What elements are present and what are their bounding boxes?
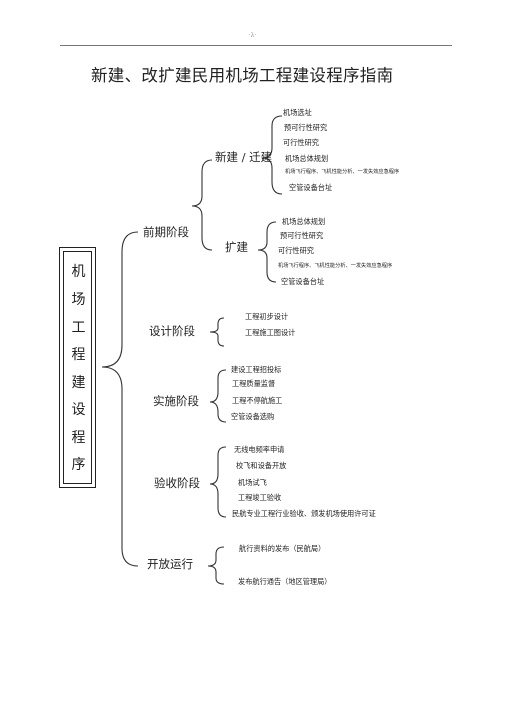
new-build-item: 机场飞行程序、飞机性能分析、一发失效应急程序	[285, 169, 400, 175]
stage-design: 设计阶段	[149, 324, 195, 338]
root-char: 工	[71, 320, 86, 336]
expansion-item: 机场飞行程序、飞机性能分析、一发失效应急程序	[278, 263, 393, 269]
expansion-item: 预可行性研究	[280, 231, 324, 240]
stage-acceptance: 验收阶段	[154, 476, 200, 490]
stage-opening: 开放运行	[147, 557, 193, 571]
root-char: 程	[71, 430, 86, 446]
implementation-item: 空管设备选购	[231, 412, 275, 421]
header-rule	[60, 45, 452, 46]
acceptance-item: 校飞和设备开放	[236, 461, 287, 470]
expansion-item: 可行性研究	[278, 246, 314, 255]
new-build-item: 预可行性研究	[284, 123, 328, 132]
acceptance-item: 机场试飞	[238, 478, 267, 487]
opening-item: 航行资料的发布（民航局）	[239, 544, 326, 553]
acceptance-item: 民航专业工程行业验收、颁发机场使用许可证	[232, 509, 376, 518]
expansion-item: 空管设备台址	[281, 277, 325, 286]
design-item: 工程施工图设计	[245, 328, 296, 337]
branch-expansion: 扩建	[225, 240, 248, 254]
new-build-item: 可行性研究	[283, 138, 319, 147]
root-node-box: 机 场 工 程 建 设 程 序	[59, 247, 96, 488]
document-title: 新建、改扩建民用机场工程建设程序指南	[91, 66, 394, 85]
root-char: 设	[71, 402, 86, 418]
implementation-item: 工程质量监督	[232, 379, 276, 388]
stage-implementation: 实施阶段	[153, 394, 199, 408]
implementation-item: 工程不停航施工	[232, 396, 283, 405]
new-build-item: 机场总体规划	[285, 154, 329, 163]
design-item: 工程初步设计	[245, 312, 289, 321]
acceptance-item: 无线电频率申请	[234, 445, 285, 454]
root-char: 机	[71, 264, 86, 280]
root-char: 场	[71, 292, 86, 308]
expansion-item: 机场总体规划	[282, 217, 326, 226]
root-char: 序	[71, 457, 86, 473]
branch-new-build: 新建 / 迁建	[215, 150, 273, 164]
root-char: 建	[71, 375, 86, 391]
root-char: 程	[71, 347, 86, 363]
stage-preliminary: 前期阶段	[143, 225, 189, 239]
opening-item: 发布航行通告（地区管理局）	[238, 577, 332, 586]
implementation-item: 建设工程招投标	[231, 365, 282, 374]
new-build-item: 机场选址	[283, 108, 312, 117]
page-header-mark: ·λ·	[248, 32, 257, 39]
new-build-item: 空管设备台址	[289, 183, 333, 192]
acceptance-item: 工程竣工验收	[238, 493, 282, 502]
